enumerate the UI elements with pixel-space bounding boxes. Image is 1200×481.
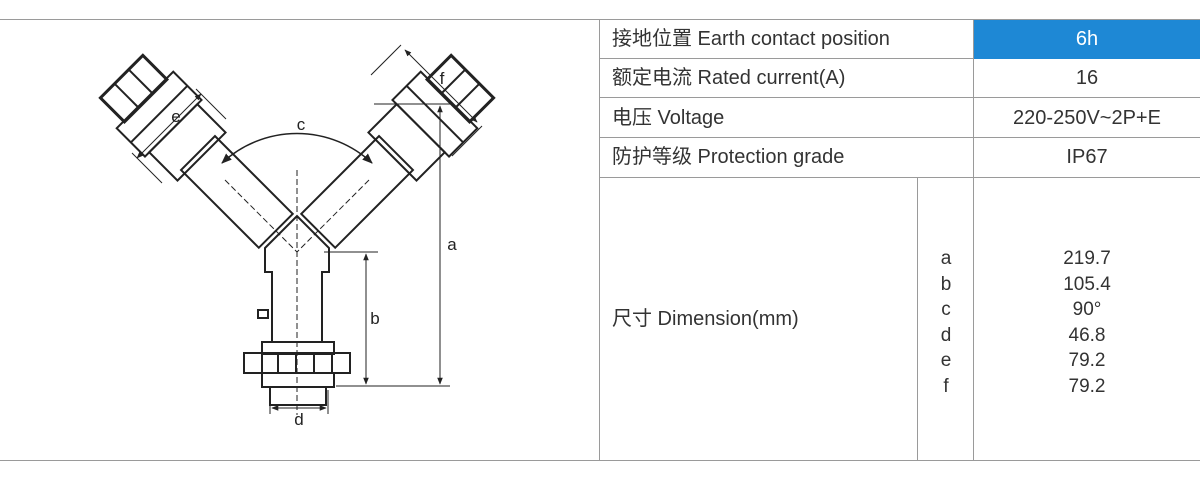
dim-label-b: b (370, 309, 379, 328)
dimension-key: b (940, 273, 952, 295)
row-rated-current: 额定电流 Rated current(A) 16 (600, 59, 1200, 98)
dimension-value: 79.2 (1068, 375, 1106, 397)
earth-contact-value: 6h (974, 20, 1200, 59)
dim-label-e: e (171, 107, 180, 126)
dimension-label: 尺寸 Dimension(mm) (612, 308, 799, 330)
dimension-key: f (943, 375, 949, 397)
row-dimension: 尺寸 Dimension(mm) a b c d e f 219.7 105.4… (600, 178, 1200, 461)
protection-value: IP67 (1066, 146, 1108, 168)
dim-label-f: f (440, 69, 445, 88)
dimension-keys: a b c d e f (918, 246, 974, 400)
dimension-key: e (940, 350, 952, 372)
bottom-border (0, 460, 1200, 461)
dimension-value: 90° (1072, 299, 1102, 321)
dimension-key: c (941, 299, 951, 321)
rated-current-label: 额定电流 Rated current(A) (612, 67, 846, 89)
top-border (0, 19, 1200, 20)
dimension-value: 46.8 (1068, 324, 1106, 346)
dimension-value: 79.2 (1068, 350, 1106, 372)
dimension-key: a (940, 248, 952, 269)
dim-label-c: c (297, 115, 306, 134)
voltage-label: 电压 Voltage (612, 107, 725, 129)
rated-current-value: 16 (1075, 67, 1099, 89)
voltage-value: 220-250V~2P+E (1013, 107, 1161, 129)
protection-label: 防护等级 Protection grade (612, 146, 845, 168)
drawing-table-divider (599, 20, 600, 461)
row-protection: 防护等级 Protection grade IP67 (600, 138, 1200, 178)
row-earth-contact: 接地位置 Earth contact position 6h (600, 20, 1200, 59)
dimension-key: d (940, 324, 952, 346)
earth-contact-label: 接地位置 Earth contact position (612, 28, 890, 50)
value-column-divider (973, 20, 974, 461)
y-connector-diagram: c a b d e f (98, 44, 496, 429)
dimension-values: 219.7 105.4 90° 46.8 79.2 79.2 (974, 246, 1200, 400)
dim-label-a: a (447, 235, 457, 254)
dimension-key-divider (917, 178, 918, 461)
dim-label-d: d (294, 410, 303, 429)
row-voltage: 电压 Voltage 220-250V~2P+E (600, 99, 1200, 138)
dimension-value: 105.4 (1063, 273, 1111, 295)
connector-drawing: c a b d e f (0, 20, 600, 461)
dimension-value: 219.7 (1063, 248, 1111, 269)
